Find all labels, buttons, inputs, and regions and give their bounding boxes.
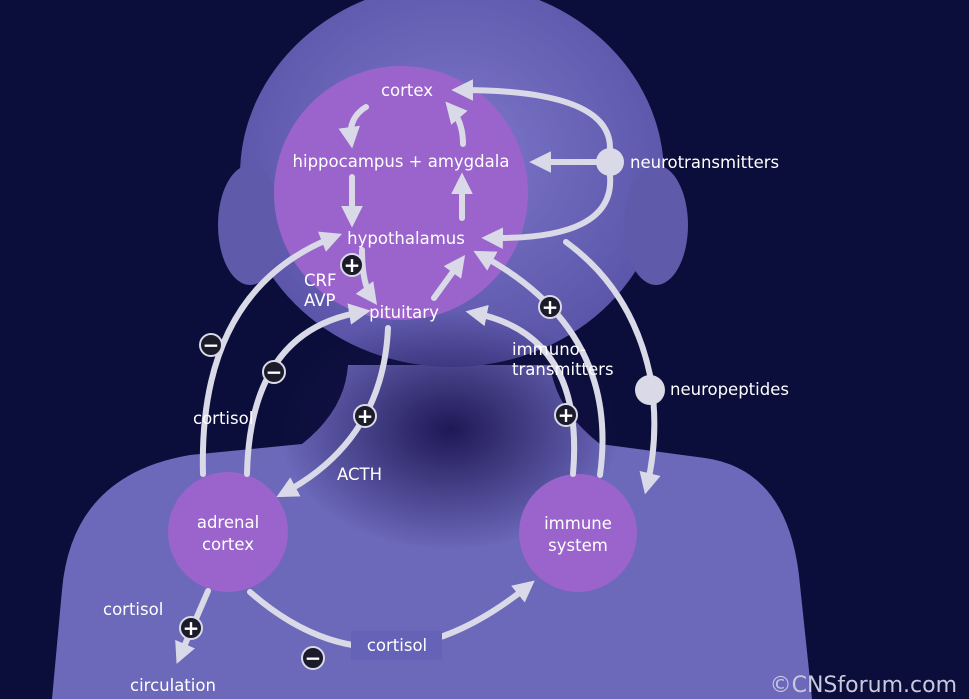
arrow-cortex-to-hippocampus [338, 104, 369, 149]
immunotransmitters-label-line2: transmitters [512, 360, 614, 379]
immune-system-circle [519, 474, 637, 592]
minus-sign: − [262, 360, 286, 384]
cortisol-adrenal-out-label: cortisol [103, 600, 163, 619]
arrow-hypothalamus-to-pituitary [355, 247, 378, 306]
adrenal-cortex-circle [168, 472, 288, 592]
circulation-label: circulation [130, 676, 216, 695]
labels: cortex hippocampus + amygdala hypothalam… [103, 81, 957, 698]
neuropeptides-label: neuropeptides [670, 380, 789, 399]
crf-label: CRF [304, 271, 336, 290]
immune-system-label-line1: immune [544, 514, 612, 533]
cortisol-bottom-box [351, 631, 442, 660]
plus-sign: + [554, 403, 578, 427]
svg-text:+: + [542, 295, 559, 319]
adrenal-cortex-label-line2: cortex [202, 535, 254, 554]
minus-sign: − [301, 646, 325, 670]
adrenal-cortex-label-line1: adrenal [197, 513, 259, 532]
watermark: ©CNSforum.com [770, 673, 957, 698]
hypothalamus-label: hypothalamus [347, 229, 465, 248]
svg-text:−: − [305, 646, 322, 670]
plus-sign: + [179, 616, 203, 640]
arrow-immune-to-hypothalamus [473, 250, 606, 478]
hippocampus-amygdala-label: hippocampus + amygdala [293, 152, 510, 171]
avp-label: AVP [304, 291, 336, 310]
arrow-hub-to-cortex [451, 79, 613, 151]
cortisol-left-label: cortisol [193, 409, 253, 428]
arrow-amygdala-to-cortex [445, 101, 468, 147]
svg-text:−: − [203, 333, 220, 357]
cortex-label: cortex [381, 81, 433, 100]
plus-sign: + [538, 295, 562, 319]
neurotransmitters-hub [596, 148, 624, 176]
pituitary-label: pituitary [369, 303, 439, 322]
arrow-hub-to-hypothalamus [481, 173, 614, 250]
arrows [175, 79, 661, 664]
svg-text:+: + [183, 616, 200, 640]
svg-text:−: − [266, 360, 283, 384]
svg-text:+: + [558, 403, 575, 427]
immune-system-label-line2: system [548, 536, 608, 555]
arrow-hypothalamus-to-immune [563, 239, 661, 495]
plus-sign: + [353, 404, 377, 428]
acth-label: ACTH [337, 465, 382, 484]
cortisol-bottom-label: cortisol [367, 636, 427, 655]
neurotransmitters-label: neurotransmitters [630, 153, 779, 172]
plus-sign: + [340, 253, 364, 277]
svg-text:+: + [344, 253, 361, 277]
immunotransmitters-label-line1: immuno- [512, 340, 586, 359]
minus-sign: − [199, 333, 223, 357]
arrow-adrenal-to-hypothalamus [199, 231, 343, 477]
signs: + + + + + − − − [179, 253, 578, 670]
arrow-immune-to-pituitary [465, 304, 578, 477]
arrow-pituitary-to-hypothalamus [431, 254, 466, 301]
svg-text:+: + [357, 404, 374, 428]
